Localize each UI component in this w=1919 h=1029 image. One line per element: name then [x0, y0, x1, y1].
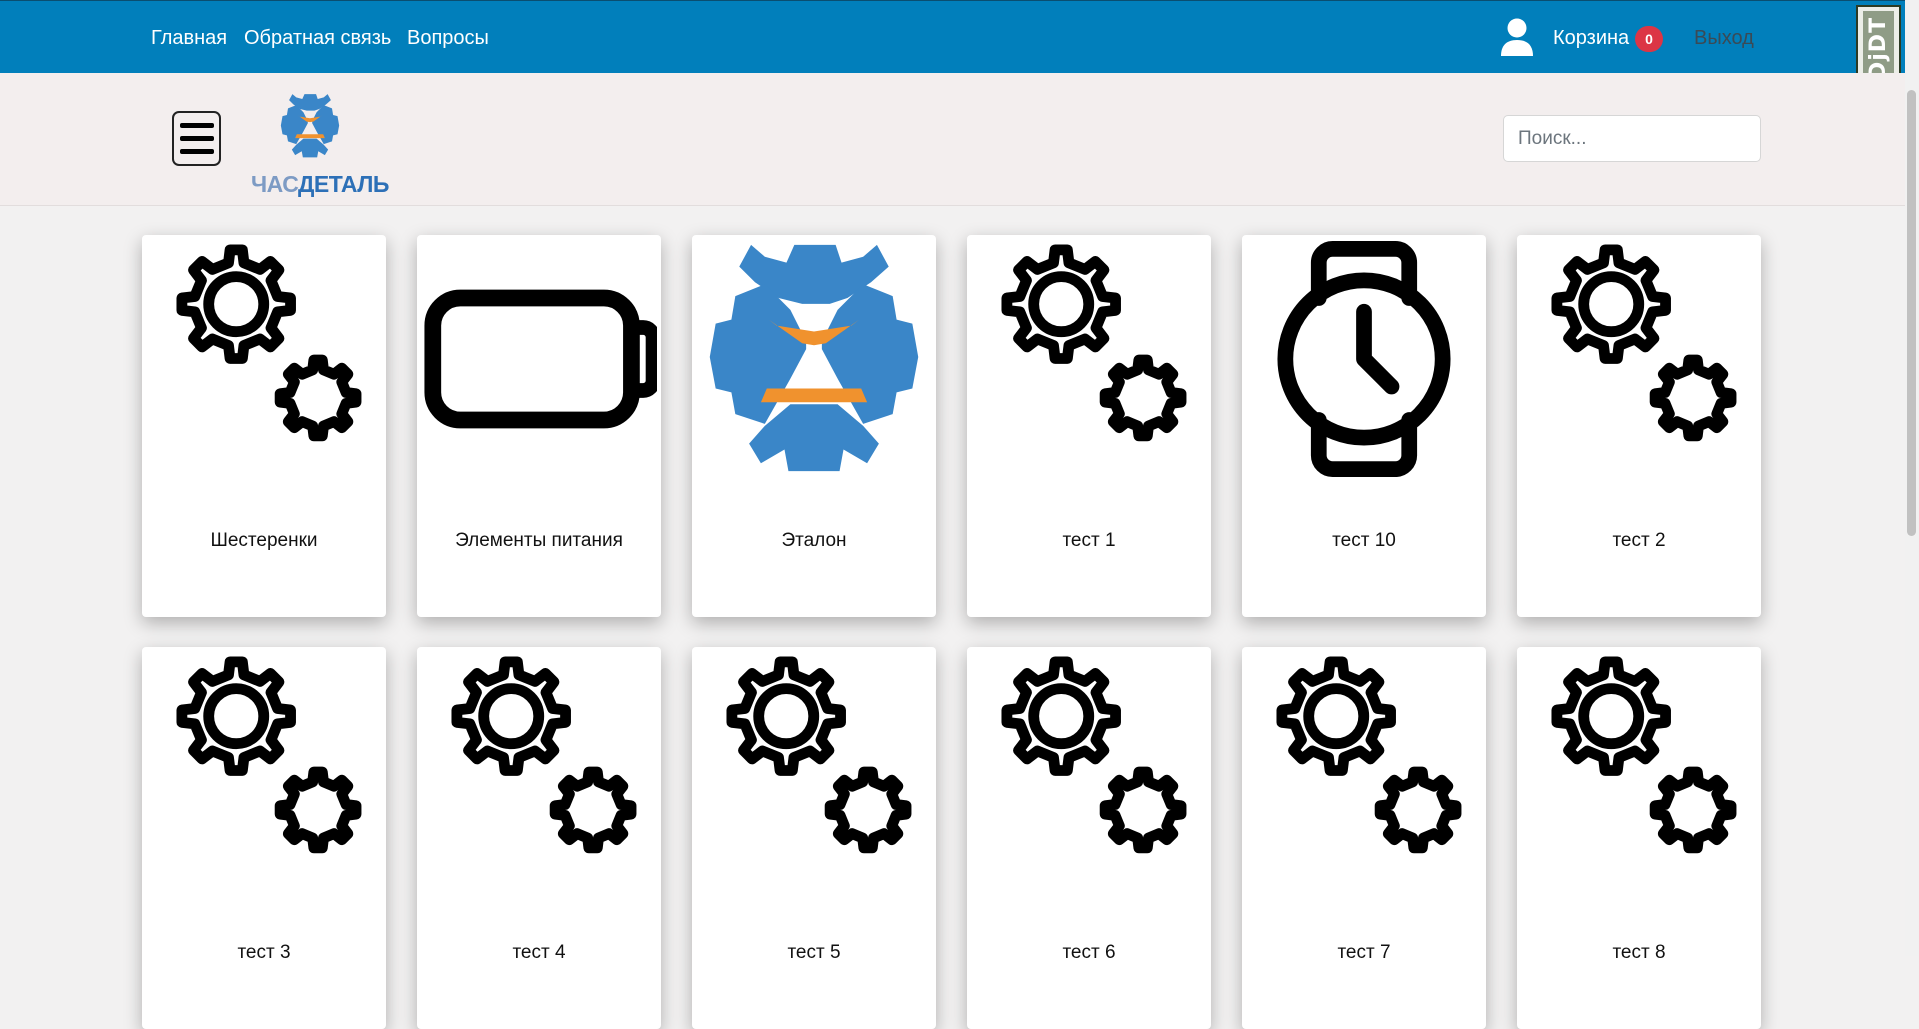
category-card[interactable]: Элементы питания	[417, 235, 661, 617]
nav-link-home[interactable]: Главная	[151, 27, 228, 49]
category-title[interactable]: тест 4	[512, 942, 566, 963]
nav-link-faq[interactable]: Вопросы	[407, 27, 489, 49]
category-title[interactable]: тест 5	[787, 942, 841, 963]
category-card[interactable]: тест 6	[967, 647, 1211, 1029]
site-logo[interactable]: ЧАСДЕТАЛЬ	[247, 91, 389, 203]
category-title[interactable]: тест 3	[237, 942, 291, 963]
nav-link-feedback[interactable]: Обратная связь	[244, 27, 392, 49]
category-title[interactable]: Эталон	[781, 530, 847, 551]
category-title[interactable]: тест 8	[1612, 942, 1666, 963]
category-card[interactable]: тест 2	[1517, 235, 1761, 617]
category-title[interactable]: тест 1	[1062, 530, 1116, 551]
gears-icon	[971, 241, 1207, 477]
category-title[interactable]: Шестеренки	[210, 530, 318, 551]
gears-icon	[696, 653, 932, 889]
category-card[interactable]: Эталон	[692, 235, 936, 617]
category-card[interactable]: тест 1	[967, 235, 1211, 617]
hamburger-icon-bar	[180, 123, 214, 128]
top-navbar: Главная Обратная связь Вопросы Корзина 0…	[0, 0, 1919, 73]
gears-icon	[146, 241, 382, 477]
logo-gear-icon	[277, 93, 343, 159]
gears-icon	[421, 653, 657, 889]
category-title[interactable]: тест 10	[1332, 530, 1396, 551]
category-title[interactable]: тест 2	[1612, 530, 1666, 551]
watch-icon	[1246, 241, 1482, 477]
category-card[interactable]: тест 10	[1242, 235, 1486, 617]
category-title[interactable]: Элементы питания	[455, 530, 623, 551]
category-card[interactable]: тест 4	[417, 647, 661, 1029]
category-card[interactable]: тест 8	[1517, 647, 1761, 1029]
logo-text: ЧАСДЕТАЛЬ	[251, 171, 389, 197]
gears-icon	[971, 653, 1207, 889]
category-card[interactable]: тест 3	[142, 647, 386, 1029]
gears-icon	[1521, 653, 1757, 889]
category-card[interactable]: Шестеренки	[142, 235, 386, 617]
gears-icon	[146, 653, 382, 889]
battery-icon	[421, 241, 657, 477]
gears-icon	[1521, 241, 1757, 477]
category-card[interactable]: тест 5	[692, 647, 936, 1029]
logout-link[interactable]: Выход	[1694, 27, 1754, 49]
category-title[interactable]: тест 7	[1337, 942, 1391, 963]
logo-gear-icon	[696, 241, 932, 477]
cart-link[interactable]: Корзина	[1553, 27, 1630, 49]
menu-toggle-button[interactable]	[172, 111, 221, 166]
cart-count-badge: 0	[1635, 26, 1663, 52]
search-input[interactable]	[1503, 115, 1761, 162]
page-scrollbar[interactable]	[1905, 0, 1919, 956]
hamburger-icon-bar	[180, 149, 214, 154]
category-title[interactable]: тест 6	[1062, 942, 1116, 963]
user-icon[interactable]	[1500, 18, 1534, 58]
category-card[interactable]: тест 7	[1242, 647, 1486, 1029]
hamburger-icon-bar	[180, 136, 214, 141]
scrollbar-thumb[interactable]	[1907, 90, 1916, 536]
site-header: ЧАСДЕТАЛЬ	[0, 73, 1905, 206]
gears-icon	[1246, 653, 1482, 889]
